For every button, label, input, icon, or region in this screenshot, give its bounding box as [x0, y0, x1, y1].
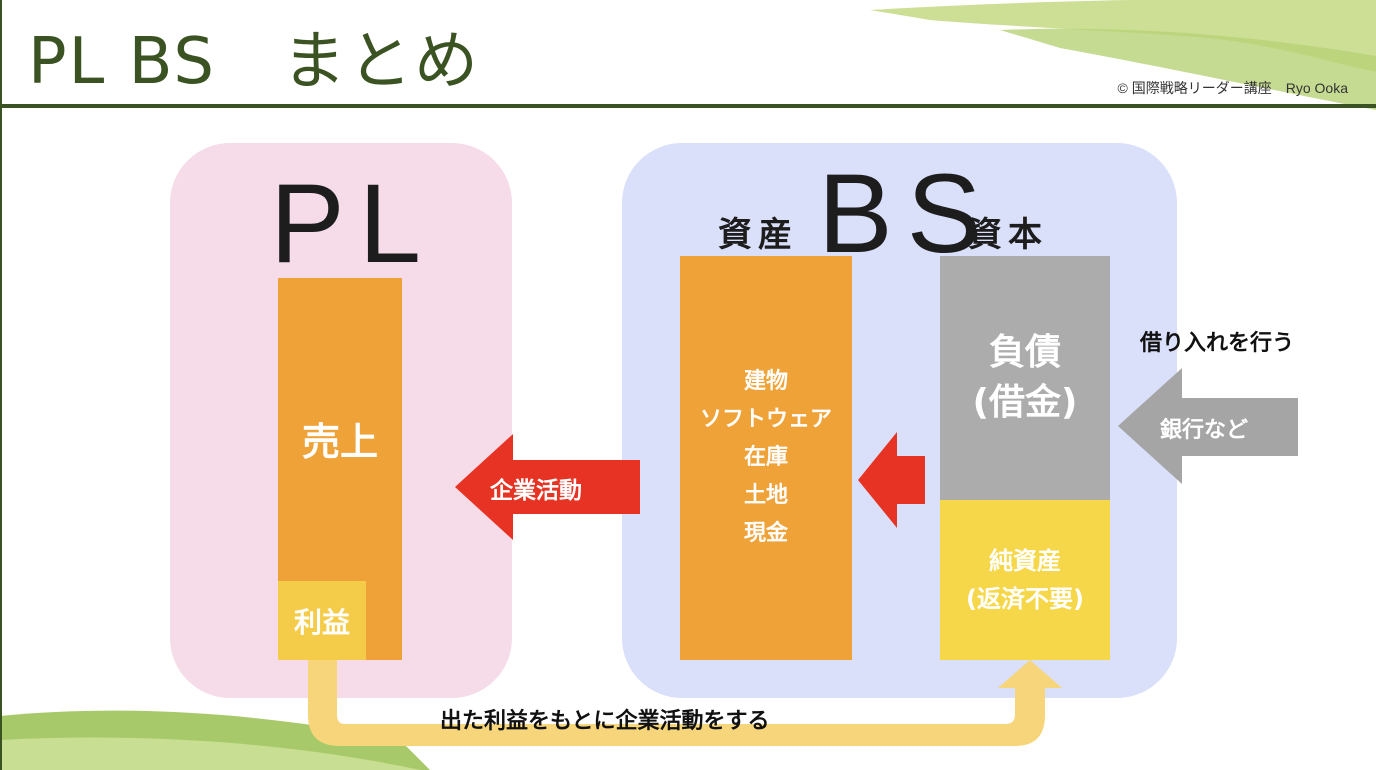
- equity-label: 純資産: [989, 547, 1061, 575]
- asset-item: 在庫: [743, 445, 788, 470]
- equity-sublabel: (返済不要): [966, 585, 1084, 613]
- liability-block: 負債 (借金): [940, 256, 1110, 500]
- asset-item: 土地: [743, 483, 788, 508]
- asset-label: 資産: [718, 215, 798, 255]
- capital-label: 資本: [968, 215, 1048, 255]
- profit-block: 利益: [278, 581, 366, 660]
- business-activity-label: 企業活動: [490, 478, 582, 504]
- funding-arrow: [858, 432, 925, 528]
- profit-label: 利益: [293, 605, 350, 639]
- bank-arrow: [1118, 368, 1298, 484]
- asset-item: ソフトウェア: [699, 407, 832, 432]
- asset-item: 建物: [743, 369, 788, 394]
- reinvest-flow-arrow: [308, 660, 1062, 746]
- liability-sublabel: (借金): [972, 382, 1078, 423]
- reinvest-label: 出た利益をもとに企業活動をする: [440, 709, 770, 734]
- assets-block: 建物 ソフトウェア 在庫 土地 現金: [680, 256, 852, 660]
- asset-item: 現金: [743, 521, 788, 546]
- liability-label: 負債: [988, 332, 1061, 373]
- bs-heading: BS: [818, 151, 996, 276]
- bank-label: 銀行など: [1160, 418, 1249, 443]
- copyright-text: © 国際戦略リーダー講座 Ryo Ooka: [1117, 80, 1348, 96]
- page-title: PL BS まとめ: [28, 25, 480, 99]
- sales-label: 売上: [301, 419, 378, 464]
- pl-heading: PL: [270, 161, 435, 286]
- header-divider: [0, 104, 1376, 108]
- equity-block: 純資産 (返済不要): [940, 500, 1110, 660]
- business-activity-arrow: [455, 434, 640, 540]
- borrowing-label: 借り入れを行う: [1140, 331, 1295, 356]
- left-border: [0, 0, 2, 770]
